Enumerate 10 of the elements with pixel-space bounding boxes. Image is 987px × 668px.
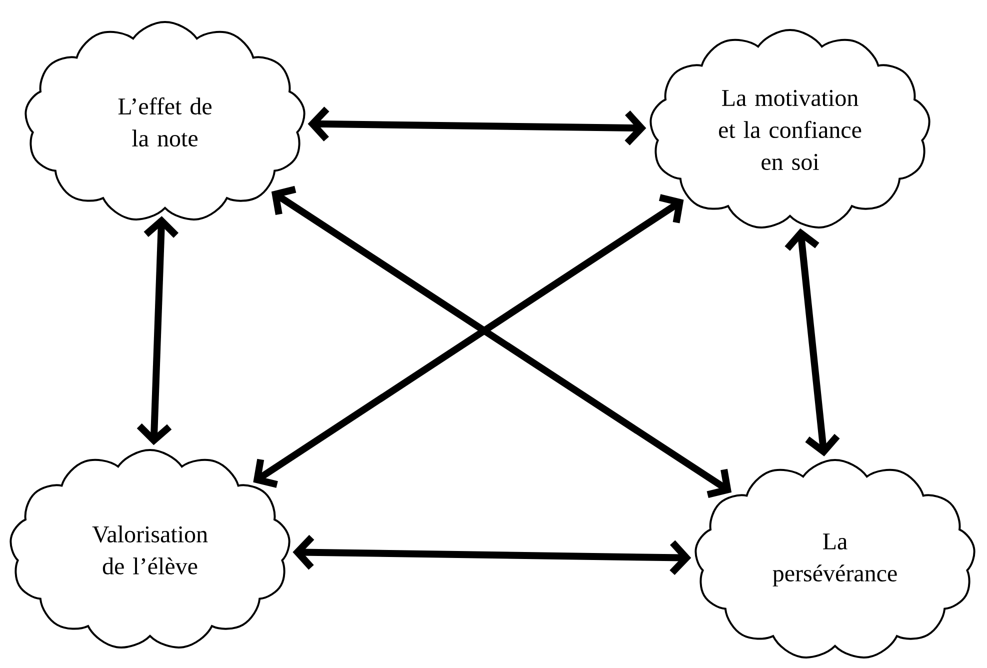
cloud: La persévérance [694,459,976,658]
arrow [271,186,732,498]
arrow [784,228,840,456]
cloud: L’effet de la note [24,21,306,220]
arrow [136,216,179,446]
cloud: Valorisation de l’élève [10,449,290,648]
arrow [308,106,646,146]
arrow [253,194,684,488]
cloud: La motivation et la confiance en soi [650,29,930,228]
arrow [292,534,692,576]
